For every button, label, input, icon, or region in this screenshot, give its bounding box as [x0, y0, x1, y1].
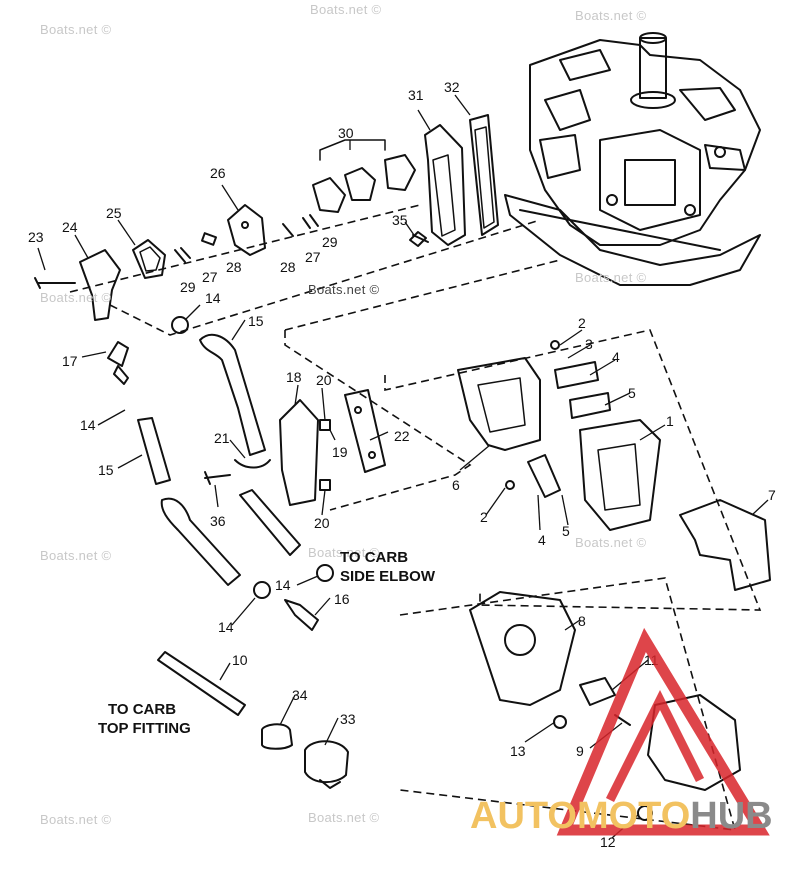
- part-number-34: 34: [292, 687, 308, 703]
- part-number-21: 21: [214, 430, 230, 446]
- part-number-32: 32: [444, 79, 460, 95]
- watermark-9: Boats.net ©: [575, 535, 647, 550]
- part-number-15-2: 15: [98, 462, 114, 478]
- part-number-12: 12: [600, 834, 616, 850]
- watermark-7: Boats.net ©: [40, 548, 112, 563]
- part-number-7: 7: [768, 487, 776, 503]
- part-number-23: 23: [28, 229, 44, 245]
- part-31-cover: [424, 124, 466, 246]
- callout-carb-side-elbow-line2: SIDE ELBOW: [340, 568, 436, 585]
- part-number-2-2: 2: [480, 509, 488, 525]
- watermark-11: Boats.net ©: [308, 810, 380, 825]
- watermark-2: Boats.net ©: [310, 2, 382, 17]
- part-number-17: 17: [62, 353, 78, 369]
- part-number-5-2: 5: [562, 523, 570, 539]
- part-number-14-3: 14: [275, 577, 291, 593]
- watermark-4: Boats.net ©: [40, 290, 112, 305]
- part-number-20-2: 20: [314, 515, 330, 531]
- part-number-20: 20: [316, 372, 332, 388]
- part-number-31: 31: [408, 87, 424, 103]
- watermark-3: Boats.net ©: [575, 8, 647, 23]
- part-number-15: 15: [248, 313, 264, 329]
- part-number-24: 24: [62, 219, 78, 235]
- part-26: [227, 204, 266, 256]
- part-number-29-2: 29: [322, 234, 338, 250]
- part-number-3: 3: [585, 336, 593, 352]
- part-number-8: 8: [578, 613, 586, 629]
- callout-carb-top-fitting-line2: TOP FITTING: [98, 720, 191, 737]
- automotohub-logo-mark: [556, 627, 770, 836]
- watermark-10: Boats.net ©: [40, 812, 112, 827]
- automotohub-logo-text: AUTOMOTOHUB: [470, 795, 773, 838]
- part-number-13: 13: [510, 743, 526, 759]
- watermark-1: Boats.net ©: [40, 22, 112, 37]
- logo-text-auto: AUTO: [470, 795, 577, 837]
- part-32-gasket: [469, 114, 499, 236]
- part-number-27: 27: [202, 269, 218, 285]
- part-number-28-2: 28: [280, 259, 296, 275]
- part-number-4-2: 4: [538, 532, 546, 548]
- watermark-8: Boats.net ©: [308, 545, 380, 560]
- callout-carb-side-elbow: TO CARB SIDE ELBOW: [340, 548, 435, 586]
- watermark-5: Boats.net ©: [308, 282, 380, 297]
- part-number-6: 6: [452, 477, 460, 493]
- callout-carb-top-fitting: TO CARB TOP FITTING: [98, 700, 191, 738]
- part-number-5: 5: [628, 385, 636, 401]
- part-number-14-4: 14: [218, 619, 234, 635]
- part-number-16: 16: [334, 591, 350, 607]
- part-number-25: 25: [106, 205, 122, 221]
- part-number-28: 28: [226, 259, 242, 275]
- part-number-19: 19: [332, 444, 348, 460]
- callout-carb-top-fitting-line1: TO CARB: [108, 701, 177, 718]
- part-number-2: 2: [578, 315, 586, 331]
- part-number-18: 18: [286, 369, 302, 385]
- part-number-4: 4: [612, 349, 620, 365]
- engine-block: [504, 32, 761, 286]
- part-number-35: 35: [392, 212, 408, 228]
- part-number-10: 10: [232, 652, 248, 668]
- part-number-30: 30: [338, 125, 354, 141]
- logo-text-hub: HUB: [690, 795, 773, 837]
- part-number-33: 33: [340, 711, 356, 727]
- part-number-1: 1: [666, 413, 674, 429]
- part-number-14-2: 14: [80, 417, 96, 433]
- part-number-29: 29: [180, 279, 196, 295]
- part-number-9: 9: [576, 743, 584, 759]
- callout-carb-side-elbow-line1: TO CARB: [340, 549, 409, 566]
- part-number-26: 26: [210, 165, 226, 181]
- part-24-elbow: [79, 249, 121, 321]
- part-number-27-2: 27: [305, 249, 321, 265]
- part-number-14: 14: [205, 290, 221, 306]
- part-18: [279, 399, 319, 506]
- watermark-6: Boats.net ©: [575, 270, 647, 285]
- part-number-22: 22: [394, 428, 410, 444]
- logo-text-moto: MOTO: [576, 795, 691, 837]
- part-number-36: 36: [210, 513, 226, 529]
